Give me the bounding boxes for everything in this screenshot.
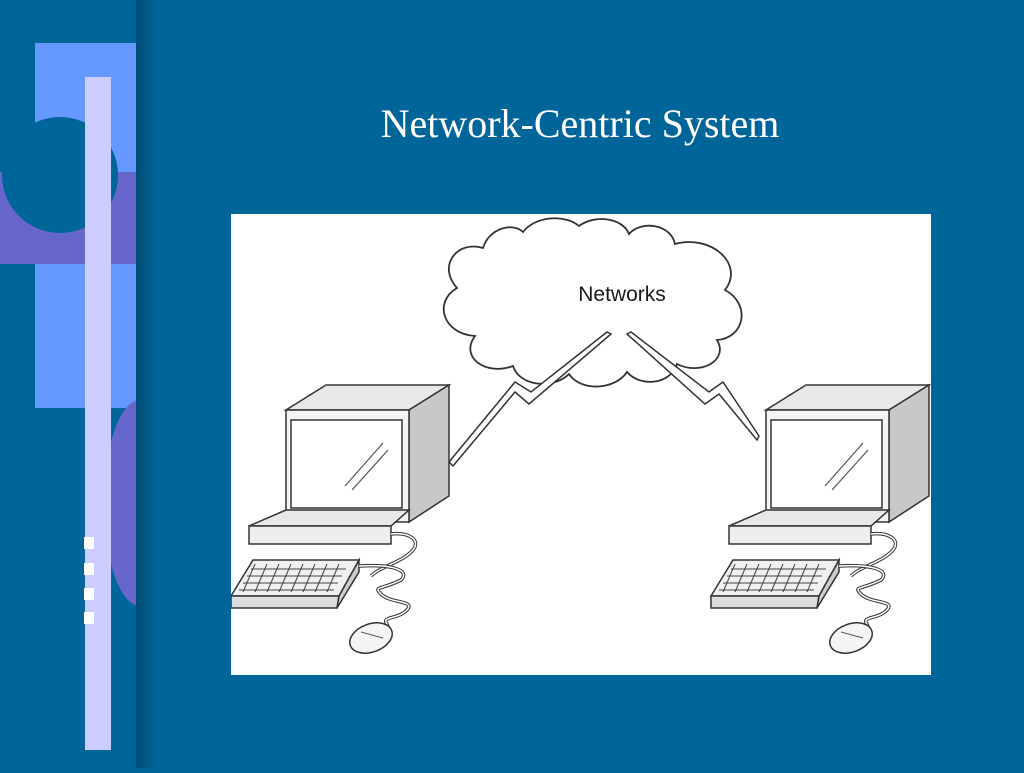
network-cloud: Networks [442,217,743,388]
lavender-bar [85,77,111,750]
network-link-left [447,331,613,468]
computer-right [709,383,931,661]
decorative-shapes [0,43,176,750]
network-diagram: Networks [231,214,931,675]
tick-mark [84,563,94,575]
left-decoration [0,0,176,768]
diagram-drawing: Networks [231,217,931,661]
slide-title: Network-Centric System [380,101,780,146]
tick-mark [84,537,94,549]
tick-mark [84,588,94,600]
left-shadow [136,0,158,768]
cloud-label: Networks [578,283,666,306]
network-link-right [625,331,760,442]
tick-mark [84,612,94,624]
computer-left [231,383,451,661]
